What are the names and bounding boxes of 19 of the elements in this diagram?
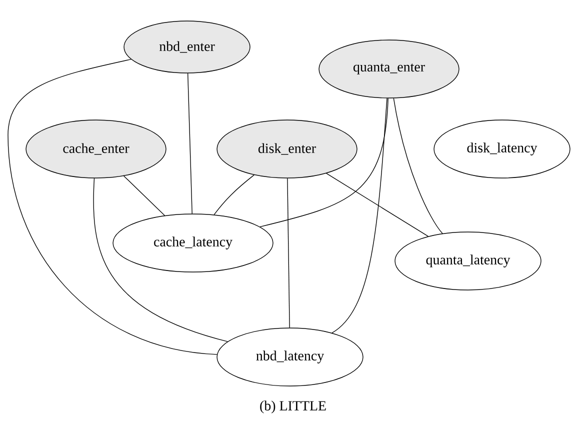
ellipse-node: quanta_latency <box>394 232 542 290</box>
ellipse-node: cache_enter <box>26 120 166 178</box>
connector-line <box>393 98 443 234</box>
ellipse-node: disk_enter <box>216 120 358 178</box>
connector-line <box>187 73 192 214</box>
connector-line <box>332 98 388 334</box>
ellipse-node: nbd_enter <box>124 20 250 74</box>
connector-line <box>287 178 290 328</box>
connector-line <box>326 172 429 237</box>
ellipse-node: cache_latency <box>112 214 274 272</box>
ellipse-node: quanta_enter <box>318 40 460 98</box>
ellipse-node: disk_latency <box>434 120 570 178</box>
connector-line <box>214 174 254 216</box>
connector-line <box>8 58 218 355</box>
ellipse-node: nbd_latency <box>216 328 364 386</box>
connector-line <box>123 176 166 216</box>
connector-line <box>260 98 388 228</box>
caption: (b) LITTLE <box>260 400 326 414</box>
connector-line <box>93 178 228 342</box>
